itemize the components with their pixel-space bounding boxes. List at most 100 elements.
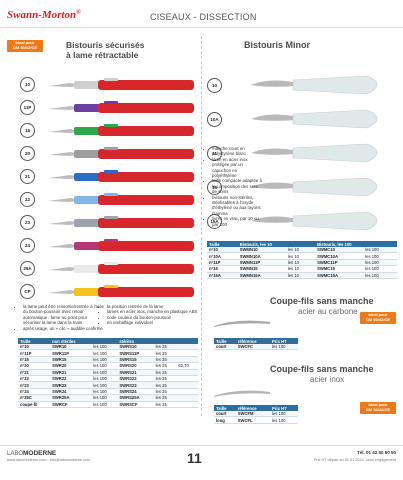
blade-guard [74, 104, 100, 112]
table-cell [176, 369, 198, 376]
table-cell: SWRS21 [117, 369, 154, 376]
table-cell: n°22 [18, 375, 51, 383]
table-cell: les 100 [363, 247, 397, 254]
scalpel-row: 11P [18, 97, 198, 117]
table-cell: coupe-fil [18, 401, 51, 408]
minor-scalpel-image [251, 75, 378, 95]
right-notes-list: manche court en polystyrène blanc lame e… [207, 146, 263, 227]
blade-guard [74, 150, 100, 158]
push-button [104, 124, 118, 127]
scalpel-row: 23 [18, 212, 198, 232]
blade-guard [74, 265, 100, 273]
note-item: code couleur du bouton-poussoir [107, 315, 198, 320]
note-item: bistouris non-stériles, stérilisables à … [212, 195, 263, 217]
table-cell [176, 394, 198, 402]
table-cell: les 10 [285, 265, 316, 273]
badge-ideal-inox: Ideal pour DM 93/42/CE [360, 402, 396, 414]
badge-line1: Ideal pour [368, 312, 388, 317]
header-cell: Bistouris, les 100 [315, 241, 397, 247]
scalpel-image [48, 285, 194, 297]
note-item: en emballage individuel [107, 320, 198, 325]
footer-website[interactable]: www.labomoderne.com - info@labomoderne.c… [7, 458, 91, 462]
note-item: lames en acier inox, manche en plastique… [107, 309, 198, 314]
scalpel-handle [98, 287, 194, 297]
left-title-line2: à lame rétractable [66, 50, 139, 60]
table-cell: les 25 [153, 401, 177, 408]
push-button [104, 285, 118, 288]
push-button [104, 262, 118, 265]
push-button [104, 193, 118, 196]
scalpel-handle [98, 103, 194, 113]
table-cell: SWR10 [50, 344, 92, 351]
coupe-inox-title: Coupe-fils sans manche [270, 364, 374, 374]
scalpel-image [48, 239, 194, 251]
blade-size-badge: 22 [20, 192, 35, 207]
header-divider [0, 27, 403, 28]
table-cell: les 100 [91, 381, 118, 389]
table-cell: les 100 [91, 356, 118, 364]
scalpel-handle [98, 218, 194, 228]
blade [251, 216, 295, 223]
table-cell: les 100 [91, 344, 118, 351]
table-cell: les 10 [285, 259, 316, 267]
table-cell: SWR11P [50, 349, 92, 357]
note-item: livrés en vrac, par 10 ou par 100 [212, 216, 263, 227]
scalpel-row: 20 [18, 143, 198, 163]
table-cell: SWMC10 [315, 247, 364, 254]
table-cell: les 25 [153, 381, 177, 389]
table-cell: SWRS25A [117, 394, 154, 402]
table-cell: court [214, 411, 236, 418]
table-cell: SWMC15A [315, 272, 364, 279]
scalpel-image [48, 78, 194, 90]
blade-guard [74, 173, 100, 181]
table-cell [176, 344, 198, 351]
table-cell: SWR21 [50, 369, 92, 376]
table-cell: SWMN15 [237, 265, 286, 273]
table-cell: n°21 [18, 369, 51, 376]
note-item: la position rentrée de la lame [107, 304, 198, 309]
table-cell: les 100 [91, 375, 118, 383]
table-cell: SWRS23 [117, 381, 154, 389]
scalpel-row: 15 [18, 120, 198, 140]
header-cell: Bistouris, les 10 [237, 241, 316, 247]
badge-line2: DM 93/42/CE [365, 407, 390, 412]
blade [251, 80, 295, 87]
blade-size-badge: 15 [207, 180, 222, 195]
table-cell [176, 349, 198, 357]
minor-scalpel-image [251, 109, 378, 129]
minor-table-header: Taille Bistouris, les 10 Bistouris, les … [207, 241, 397, 247]
table-cell: SWMN11P [237, 259, 286, 267]
table-cell: SWCFM [235, 411, 270, 418]
table-cell: SWMN10A [237, 252, 286, 260]
blade-size-badge: 21 [20, 169, 35, 184]
lab-prefix: LABO [7, 451, 24, 457]
scalpel-handle [98, 264, 194, 274]
scalpel-row: CP [18, 281, 198, 301]
table-cell: n°15 [18, 356, 51, 364]
table-cell: les 100 [91, 394, 118, 402]
table-cell: les 100 [91, 401, 118, 408]
table-cell: n°15 [207, 265, 238, 273]
minor-scalpel-image [251, 177, 378, 197]
push-button [104, 239, 118, 242]
table-cell: long [214, 416, 236, 424]
minor-scalpel-row: 11 [207, 138, 397, 168]
scalpel-image [48, 124, 194, 136]
table-cell: les 25 [153, 356, 177, 364]
scalpel-image [48, 147, 194, 159]
blade-guard [74, 288, 100, 296]
table-cell: les 100 [269, 416, 298, 424]
header-cell: Taille [214, 405, 236, 411]
